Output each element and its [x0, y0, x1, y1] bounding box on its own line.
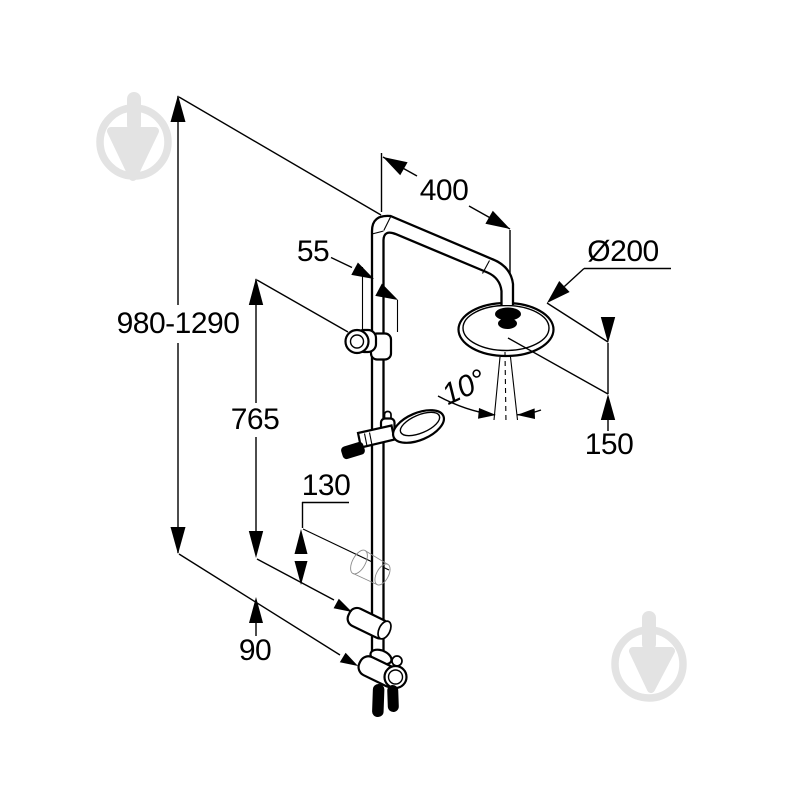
head-ball-joint — [495, 307, 521, 329]
dim-wall-offset-label: 55 — [296, 235, 330, 268]
dim-height-range-label: 980-1290 — [116, 307, 240, 340]
dim-arm-length — [380, 153, 511, 311]
shower-riser-pipe-and-arm — [370, 214, 515, 656]
hose-outlet-tee — [346, 606, 392, 640]
dim-outlet-spacing-label: 90 — [238, 634, 272, 667]
dim-wall-offset — [330, 256, 399, 332]
dim-head-drop-label: 150 — [584, 428, 634, 461]
watermark-logo-icon — [611, 611, 687, 702]
watermark-logo-icon — [96, 92, 172, 181]
dim-rail-length — [248, 278, 349, 601]
dim-holder-travel — [294, 501, 390, 585]
dim-arm-length-label: 400 — [419, 174, 469, 207]
dim-head-drop — [507, 302, 616, 431]
ghost-slider-cylinder — [350, 549, 391, 586]
dim-rail-length-label: 765 — [230, 403, 280, 436]
bottom-connector — [357, 648, 408, 718]
dim-outlet-spacing — [249, 597, 263, 636]
hand-shower — [341, 409, 446, 460]
dim-height-range — [170, 95, 382, 656]
dim-spray-angle-arc — [437, 395, 542, 419]
dim-head-diameter-leader — [563, 267, 671, 288]
dim-holder-travel-label: 130 — [301, 469, 351, 502]
spray-cone — [493, 351, 519, 425]
wall-bracket — [344, 328, 393, 361]
dim-head-diameter-label: Ø200 — [587, 235, 659, 268]
leader-arrowheads — [333, 281, 570, 666]
